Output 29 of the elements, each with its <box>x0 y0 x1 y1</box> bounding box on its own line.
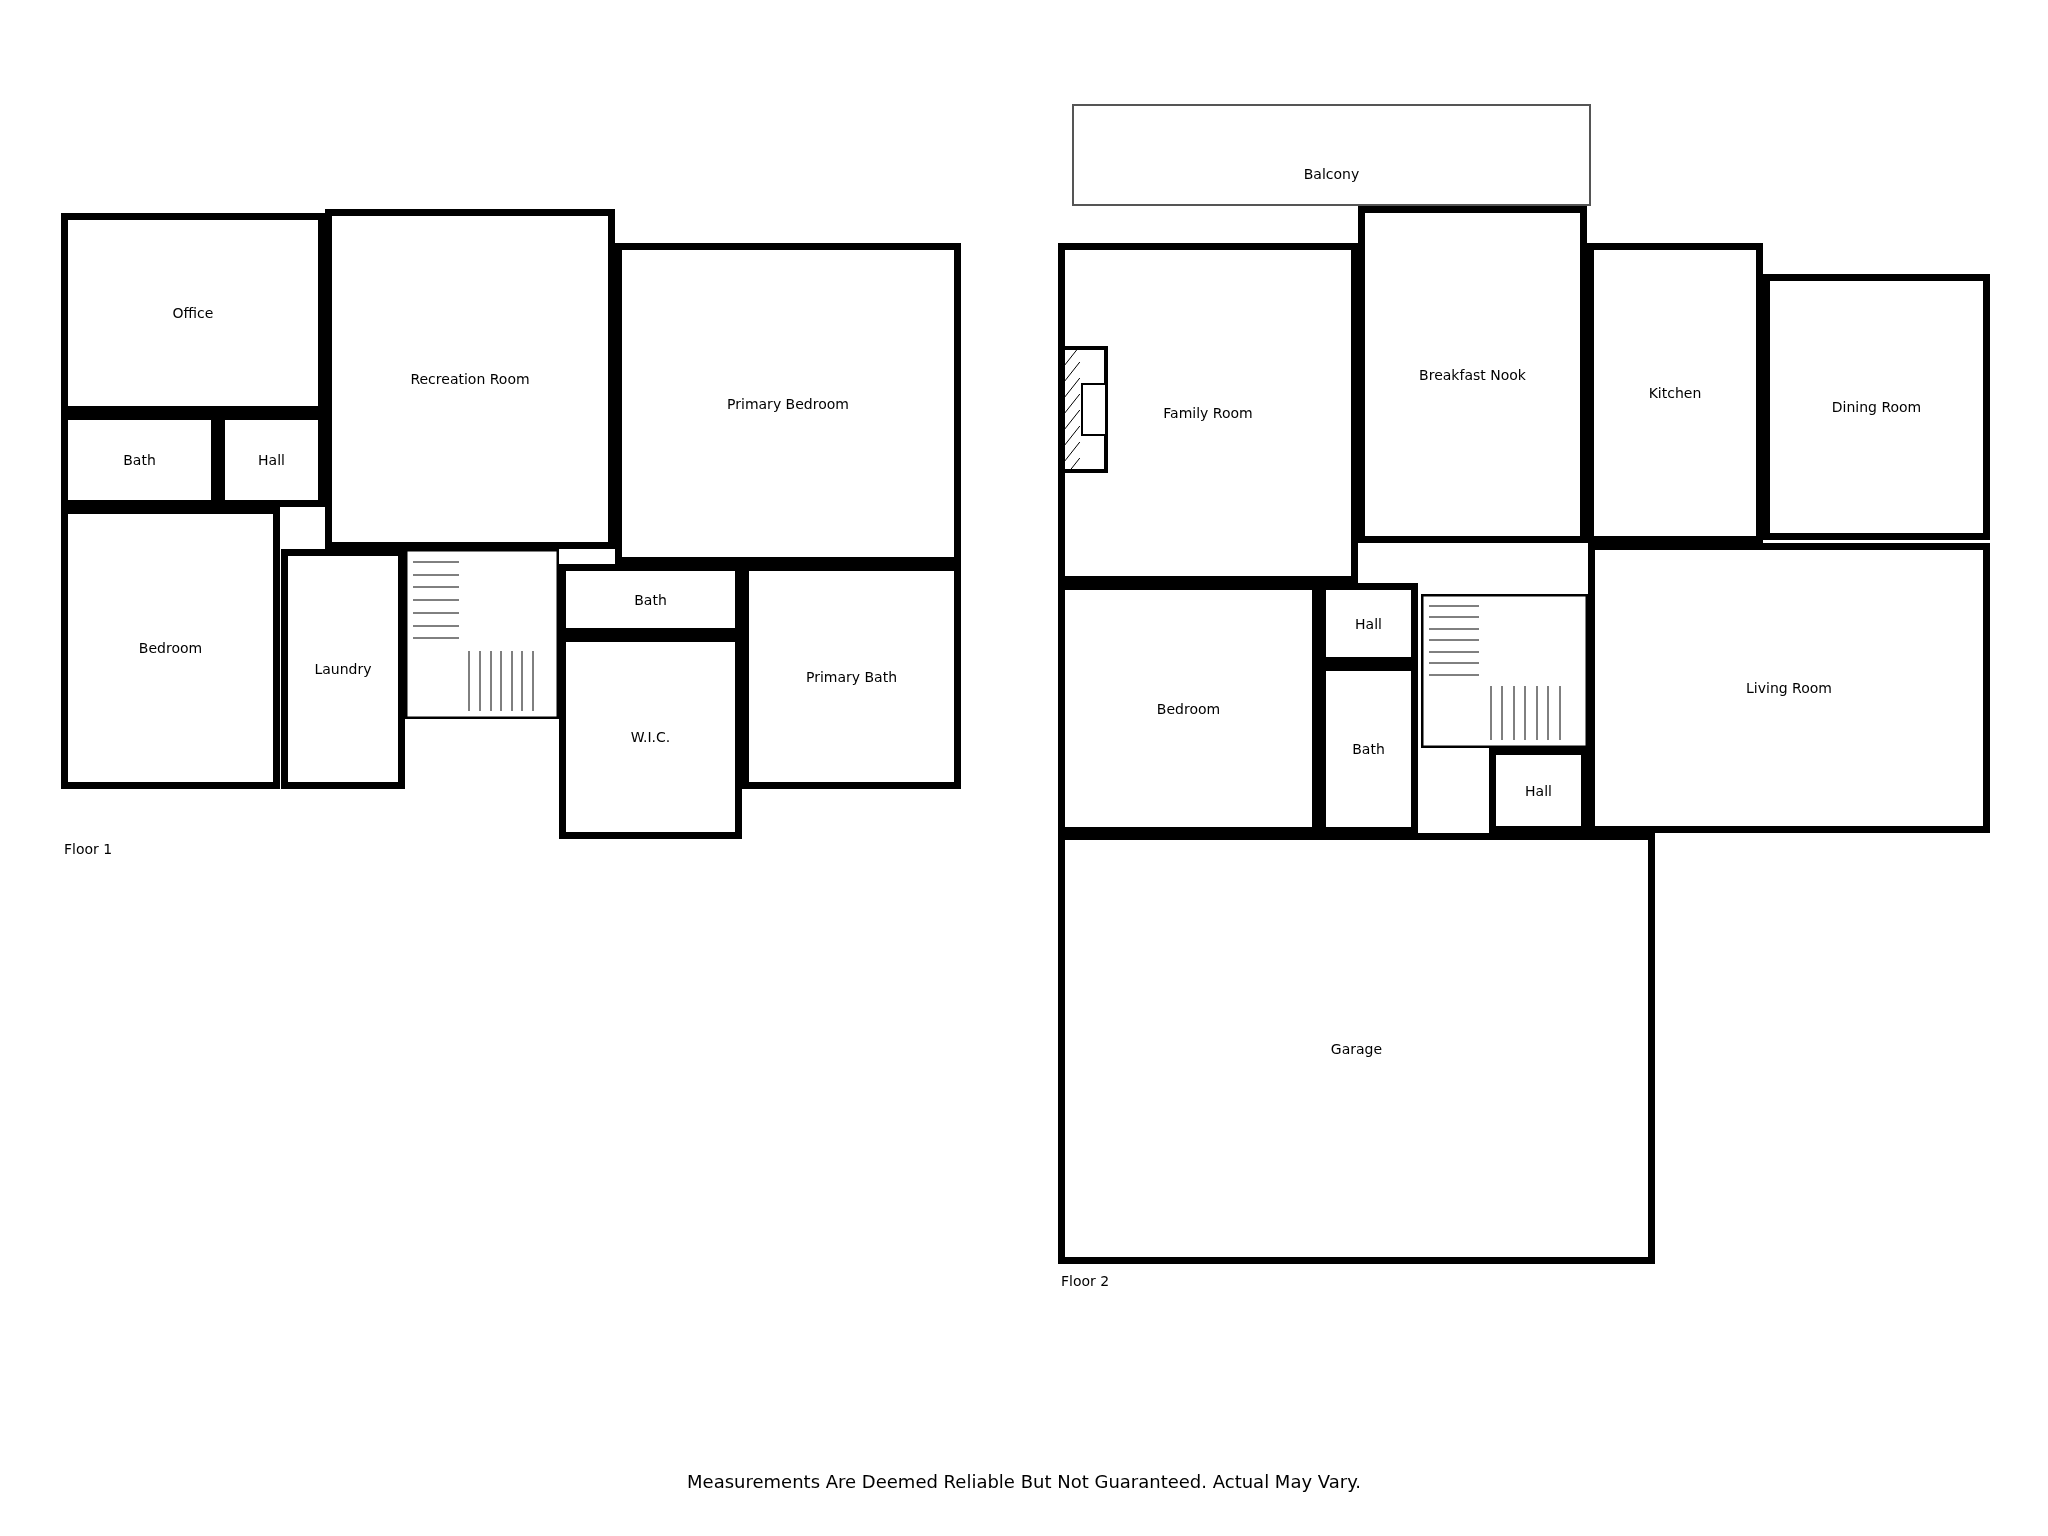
disclaimer-caption: Measurements Are Deemed Reliable But Not Guaranteed. Actual May Vary. <box>686 1471 1362 1492</box>
room-label: Living Room <box>1746 680 1832 696</box>
room-label: Hall <box>1355 615 1382 632</box>
room-label: Recreation Room <box>410 371 530 387</box>
garage-room <box>1058 833 1655 1264</box>
floor-label: Floor 2 <box>1061 1273 1110 1289</box>
room-label: Kitchen <box>1648 385 1702 401</box>
room-label: Hall <box>1525 782 1552 799</box>
room-label: Bedroom <box>1156 700 1221 717</box>
laundry-room <box>281 549 405 789</box>
room-label: Primary Bath <box>805 668 898 685</box>
room-label: Laundry <box>314 661 372 677</box>
room-label: Bath <box>634 591 667 608</box>
room-label: Balcony <box>1303 166 1360 182</box>
dining-room <box>1763 274 1990 540</box>
room-label: Bath <box>1352 741 1385 757</box>
room-label: Bedroom <box>138 640 203 656</box>
room-label: Breakfast Nook <box>1419 366 1526 383</box>
room-label: Hall <box>258 452 285 468</box>
room-label: Garage <box>1330 1040 1383 1057</box>
room-label: Family Room <box>1163 405 1253 421</box>
room-label: Dining Room <box>1831 399 1922 415</box>
floor-label: Floor 1 <box>64 841 113 857</box>
room-label: Primary Bedroom <box>727 395 849 412</box>
room-label: W.I.C. <box>630 729 671 745</box>
bedroom-room <box>61 507 280 789</box>
room-label: Bath <box>123 452 156 468</box>
room-label: Office <box>172 305 214 321</box>
balcony-area <box>1072 104 1591 206</box>
